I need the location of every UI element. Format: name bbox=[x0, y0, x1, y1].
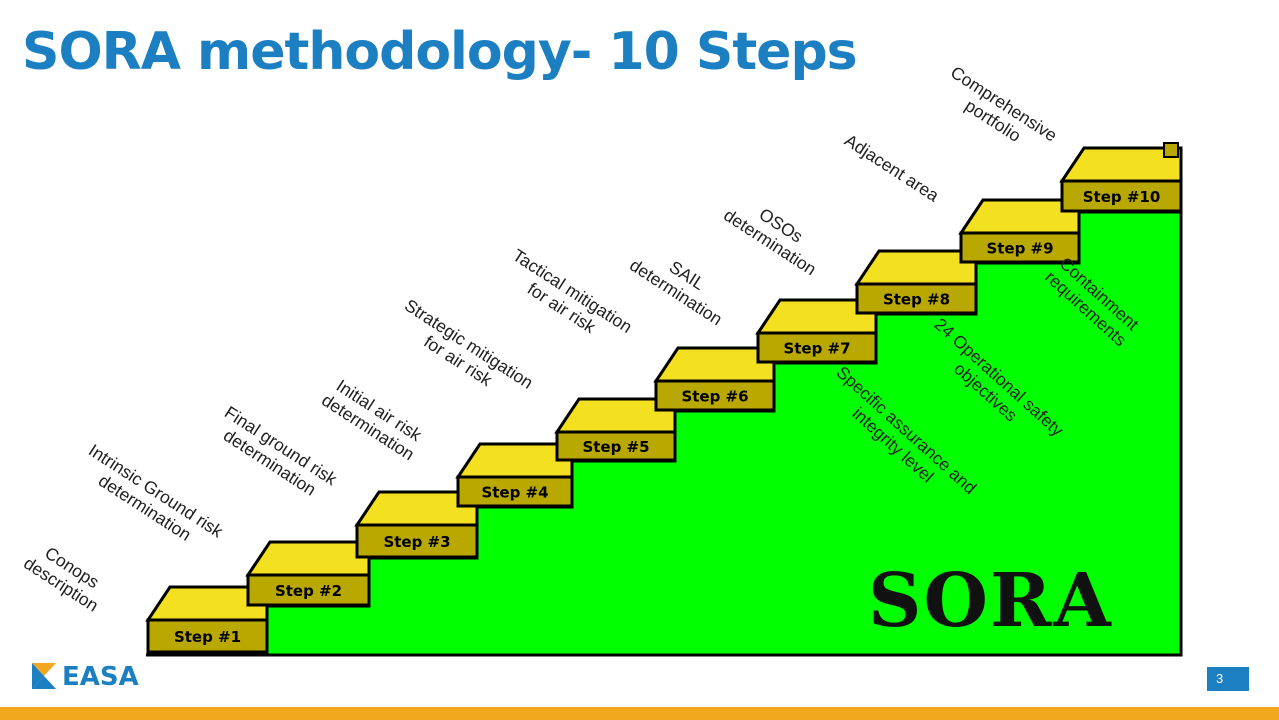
step-top bbox=[854, 249, 978, 286]
step-face bbox=[1060, 179, 1183, 213]
step-block: Step #7 bbox=[755, 298, 878, 364]
step-block: Step #5 bbox=[554, 397, 677, 462]
step-top bbox=[653, 346, 776, 383]
step-label: Step #1 bbox=[174, 628, 241, 646]
page-title: SORA methodology- 10 Steps bbox=[22, 22, 858, 82]
step-label: Step #4 bbox=[481, 484, 548, 502]
footer-bar bbox=[0, 707, 1279, 720]
easa-logo-text: EASA bbox=[62, 662, 139, 692]
step-label: Step #9 bbox=[986, 240, 1053, 258]
step-label: Step #6 bbox=[681, 388, 748, 406]
step-face bbox=[855, 282, 978, 315]
step-top bbox=[455, 442, 574, 479]
step-block: Step #10 bbox=[1059, 146, 1183, 213]
easa-logo-icon bbox=[32, 663, 56, 689]
steps-group: Step #1 Step #2 Step #3 Step #4 Step #5 Step … bbox=[145, 142, 1183, 654]
step-block: Step #3 bbox=[354, 490, 479, 559]
step-block: Step #8 bbox=[854, 249, 978, 315]
step-label: Step #5 bbox=[582, 438, 649, 456]
step-block: Step #2 bbox=[245, 540, 371, 607]
step-face bbox=[555, 430, 677, 462]
step-face bbox=[456, 475, 574, 508]
sora-brand: SORA bbox=[868, 558, 1113, 644]
step-block: Step #9 bbox=[958, 198, 1081, 264]
step-label: Step #3 bbox=[383, 533, 450, 551]
step-block: Step #1 bbox=[145, 585, 269, 654]
step-face bbox=[756, 331, 878, 364]
step-face bbox=[654, 379, 776, 412]
step-label: Step #7 bbox=[783, 340, 850, 358]
corner-mark bbox=[1163, 142, 1179, 158]
page-number: 3 bbox=[1207, 667, 1249, 691]
step-label: Step #10 bbox=[1083, 188, 1161, 206]
step-block: Step #4 bbox=[455, 442, 574, 508]
step-top bbox=[245, 540, 371, 577]
step-face bbox=[246, 573, 371, 607]
step-label: Step #2 bbox=[275, 582, 342, 600]
step-face bbox=[959, 231, 1081, 264]
step-face bbox=[146, 618, 269, 654]
step-face bbox=[355, 523, 479, 559]
step-label: Step #8 bbox=[883, 291, 950, 309]
step-block: Step #6 bbox=[653, 346, 776, 412]
